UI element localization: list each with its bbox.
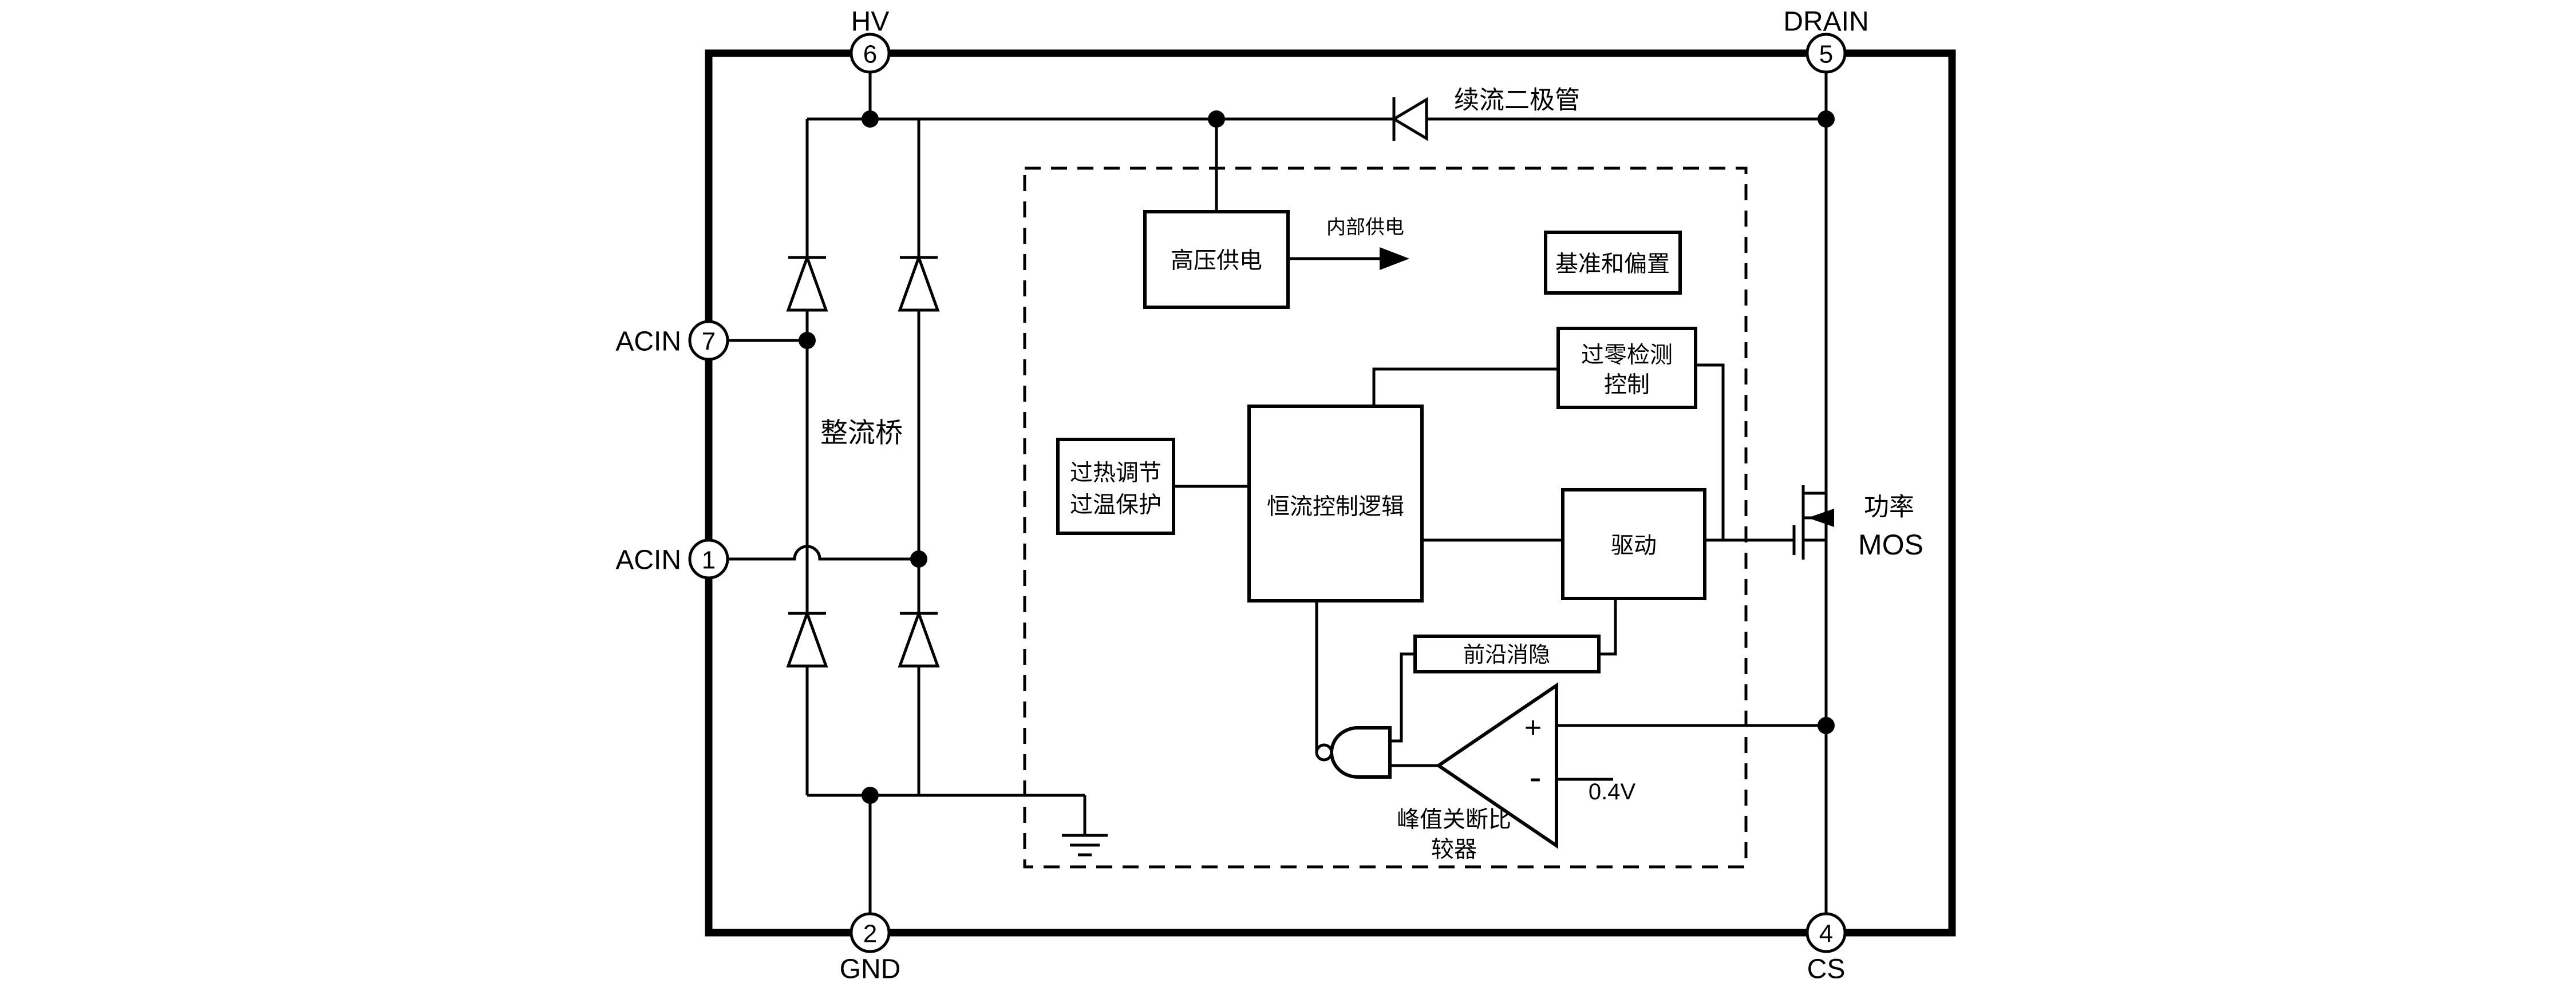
function-blocks: 高压供电 基准和偏置 过零检测 控制 过热调节 过温保护 恒流控制逻辑 驱动 前… [1056,210,1706,673]
junction-dot [862,787,879,804]
freewheel-diode-label: 续流二极管 [1454,86,1580,114]
pin-circle [688,538,729,580]
diode-triangle [786,609,828,668]
junction-dot [1208,110,1225,128]
pin-drain: 5 DRAIN [1783,7,1869,74]
junction-dots [799,110,1835,804]
comparator-triangle-icon [1435,682,1558,849]
pin-cs: 4 CS [1805,912,1847,985]
nand-gate-icon [1315,726,1392,779]
pin-number: 2 [863,920,877,948]
pin-label-hv: HV [851,7,890,37]
pin-number: 6 [863,41,877,69]
driver-block [1561,488,1706,600]
pin-circle [850,912,891,953]
pin-circle [1805,912,1847,953]
pin-number: 1 [702,546,716,574]
junction-dot [1818,717,1835,734]
thermal-label-line2: 过温保护 [1070,492,1161,518]
driver-label: 驱动 [1611,533,1657,558]
pin-circle [850,33,891,74]
nand-gate-bubble [1315,743,1333,762]
power-mos-label-line2: MOS [1858,529,1923,561]
pin-label-acin-bottom: ACIN [615,545,681,576]
ground-symbol [1062,834,1108,857]
pin-acin-top: 7 ACIN [615,320,729,361]
rectifier-bridge: 整流桥 [786,253,940,668]
bridge-diode-top-right-icon [898,253,940,312]
power-mos-label-line1: 功率 [1864,493,1914,521]
diode-triangle [898,253,940,312]
junction-dot [862,110,879,128]
diode-triangle [1391,97,1428,141]
thermal-block [1056,438,1175,535]
hv-supply-label: 高压供电 [1171,248,1262,273]
bridge-diode-bottom-right-icon [898,609,940,668]
freewheel-diode-icon [1391,97,1428,141]
thermal-label-line1: 过热调节 [1070,460,1161,486]
zero-cross-label-line2: 控制 [1604,372,1650,398]
leb-label: 前沿消隐 [1463,643,1550,667]
pin-number: 5 [1819,41,1833,69]
acin1-wire-with-hop [728,545,919,561]
cc-logic-label: 恒流控制逻辑 [1267,494,1404,520]
zero-cross-label-line1: 过零检测 [1581,342,1673,368]
internal-supply-arrow [1288,247,1409,270]
comparator-label-line1: 峰值关断比 [1397,807,1511,833]
vref-label: 0.4V [1589,779,1636,804]
pin-number: 7 [702,328,716,356]
nand-gate-body [1330,726,1392,779]
comparator-label-line2: 较器 [1431,837,1477,862]
pin-label-acin-top: ACIN [615,327,681,357]
peak-off-comparator: + - 0.4V 峰值关断比 较器 [1397,682,1636,862]
pin-acin-bottom: 1 ACIN [615,538,729,580]
pin-gnd: 2 GND [840,912,901,985]
pin-circle [688,320,729,361]
power-mosfet-icon [1792,485,1834,560]
pin-label-drain: DRAIN [1783,7,1868,37]
pin-circle [1805,33,1847,74]
pin-label-gnd: GND [840,954,901,985]
pins: 6 HV 5 DRAIN 7 ACIN 1 ACIN 2 GND 4 CS [615,7,1868,985]
reference-bias-label: 基准和偏置 [1555,251,1670,277]
cc-logic-block [1247,405,1424,602]
pin-number: 4 [1819,920,1833,948]
junction-dot [799,332,816,349]
cclogic-to-zerocross-wire [1372,367,1558,406]
reference-bias-block [1544,231,1682,295]
pin-label-cs: CS [1807,954,1846,985]
mosfet-body-arrow-icon [1808,509,1834,527]
zero-cross-block [1556,327,1697,409]
bridge-diode-bottom-left-icon [786,609,828,668]
zerocross-output-wire [1696,363,1725,540]
leb-to-gate-input-wire [1390,652,1415,743]
junction-dot [1818,110,1835,128]
pin-hv: 6 HV [850,7,891,74]
chip-outline [705,49,1956,937]
junction-dot [910,550,927,568]
comparator-plus-sign: + [1524,711,1542,744]
diode-triangle [898,609,940,668]
leb-block [1413,635,1601,673]
driver-to-leb-wire [1599,598,1617,656]
arrow-head-icon [1380,247,1409,270]
rectifier-bridge-label: 整流桥 [820,418,903,449]
bridge-diode-top-left-icon [786,253,828,312]
internal-supply-label: 内部供电 [1326,217,1404,239]
internal-dashed-boundary [1023,167,1748,869]
diode-triangle [786,253,828,312]
hv-supply-block [1143,210,1290,309]
comparator-minus-sign: - [1529,756,1541,798]
